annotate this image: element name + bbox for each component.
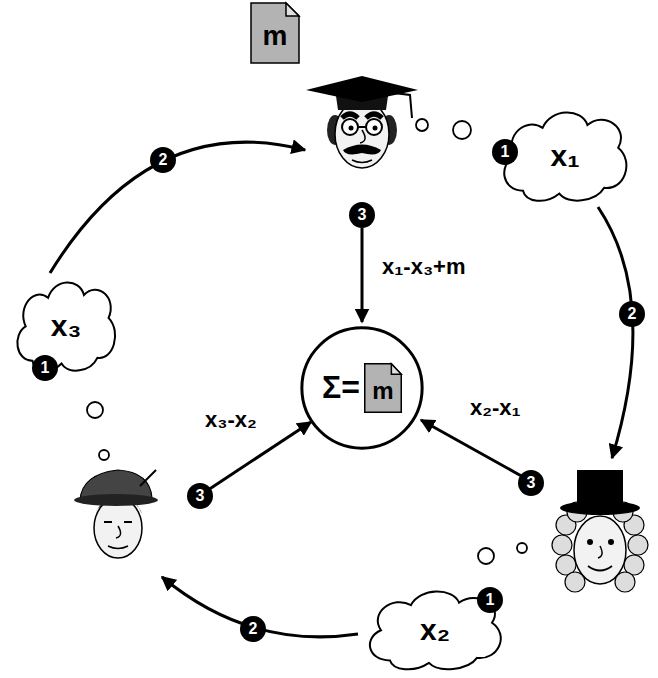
sum-sign: Σ= — [322, 370, 360, 405]
callout-number: 3 — [518, 470, 544, 496]
page-fold — [286, 3, 299, 16]
pass-arrow — [598, 207, 633, 458]
page-shape — [251, 3, 299, 63]
node-text: m — [263, 21, 288, 52]
curl — [552, 535, 572, 555]
eye — [587, 539, 593, 545]
arrow-label: x₃-x₂ — [205, 408, 257, 432]
thought-bubble — [478, 548, 494, 564]
page-shape — [365, 364, 401, 412]
face — [94, 498, 142, 558]
nose — [360, 130, 365, 143]
hat-brim — [74, 494, 158, 506]
cloud-shape — [504, 112, 626, 200]
callout-number: 3 — [187, 483, 213, 509]
callout-number: 1 — [32, 355, 58, 381]
document-icon: m — [364, 363, 402, 413]
mouth — [588, 566, 612, 571]
thought-bubble — [99, 450, 109, 460]
sum-circle: Σ= m — [300, 326, 424, 450]
pass-arrow — [50, 142, 305, 273]
node-text: x₁ — [550, 139, 579, 172]
eye — [608, 539, 614, 545]
professor-figure — [306, 76, 418, 168]
cloud-shape — [17, 282, 115, 370]
eye — [124, 521, 132, 523]
curly-hair — [552, 502, 648, 592]
glasses — [342, 119, 358, 135]
eyebrow — [342, 114, 358, 118]
hat-brim — [560, 501, 640, 515]
callout-number: 2 — [150, 147, 176, 173]
mustache — [343, 145, 381, 155]
face — [574, 516, 626, 584]
node-text: x₂ — [420, 613, 450, 646]
callout-number: 2 — [619, 301, 645, 327]
thought-bubble — [416, 119, 428, 131]
hat-feather — [140, 470, 156, 486]
sum-circle-outline — [300, 326, 424, 450]
thought-bubble — [517, 543, 527, 553]
pupil — [373, 126, 378, 131]
callout-number: 2 — [240, 616, 266, 642]
node-text: x₃ — [51, 309, 82, 342]
callout-number: 1 — [477, 587, 503, 613]
thought-cloud: x₃ — [10, 275, 122, 375]
callout-number: 3 — [349, 202, 375, 228]
sum-arrow — [421, 420, 525, 478]
thought-bubble — [87, 402, 103, 418]
curly-figure — [552, 470, 648, 592]
sum-arrow — [205, 422, 311, 492]
mouth — [352, 160, 372, 163]
eyebrow — [366, 114, 382, 118]
sum-arrow — [361, 228, 364, 322]
page-fold — [391, 364, 401, 374]
arrows — [50, 142, 633, 637]
eye — [104, 521, 112, 523]
document-icon: m — [250, 2, 300, 64]
nose — [598, 546, 602, 558]
face — [335, 100, 389, 168]
glasses — [366, 119, 382, 135]
callout-number: 1 — [492, 139, 518, 165]
curl — [628, 535, 648, 555]
circle-shape — [302, 328, 422, 448]
node-text: m — [372, 378, 393, 404]
pupil — [349, 126, 354, 131]
mouth — [108, 546, 128, 549]
thought-bubble — [453, 121, 471, 139]
hatted-figure — [74, 470, 158, 558]
nose — [116, 526, 121, 538]
tassel — [362, 89, 412, 118]
arrow-label: x₁-x₃+m — [382, 255, 465, 279]
glasses-bridge — [358, 126, 366, 128]
arrow-label: x₂-x₁ — [470, 396, 521, 420]
